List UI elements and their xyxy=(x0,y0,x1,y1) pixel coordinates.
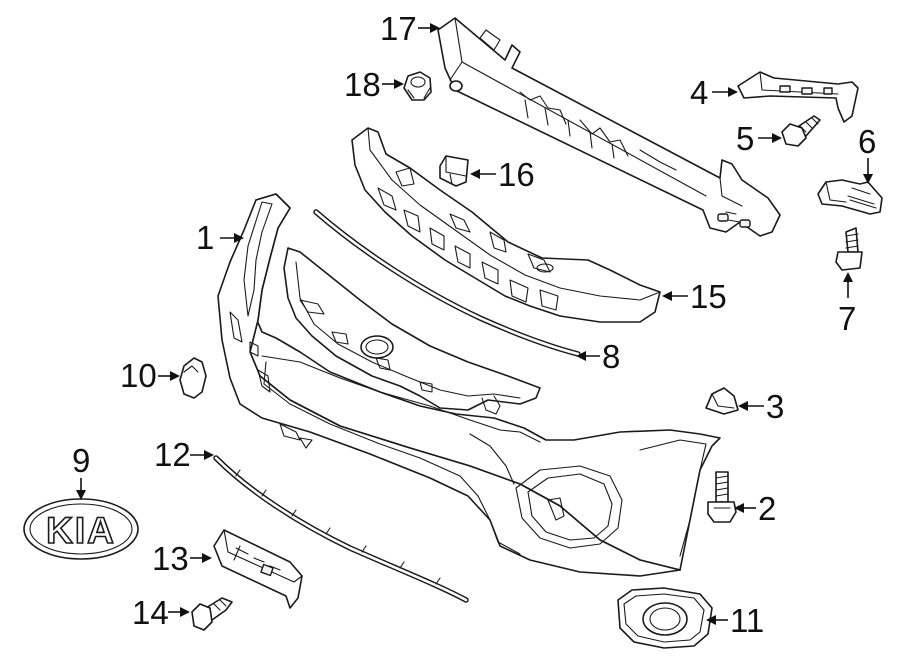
clip-14-part xyxy=(191,597,233,631)
reinforcement-beam-part xyxy=(437,17,781,237)
callout-3: 3 xyxy=(738,388,784,425)
lower-molding-strip-part xyxy=(213,455,469,603)
callout-5: 5 xyxy=(736,120,782,157)
callout-8: 8 xyxy=(576,338,620,375)
callout-15: 15 xyxy=(662,278,727,315)
bracket-4-part xyxy=(737,71,859,123)
callout-10: 10 xyxy=(120,357,180,394)
callout-17: 17 xyxy=(380,10,440,47)
callout-label: 11 xyxy=(730,602,764,639)
emblem-part: KIA xyxy=(23,498,139,560)
callout-label: 4 xyxy=(690,74,708,111)
callout-label: 14 xyxy=(132,594,169,631)
energy-absorber-part xyxy=(351,127,661,323)
callout-label: 6 xyxy=(858,123,876,160)
callout-6: 6 xyxy=(858,123,876,184)
callout-label: 2 xyxy=(758,490,776,527)
callout-label: 17 xyxy=(380,10,417,47)
callout-label: 7 xyxy=(838,300,856,337)
callout-label: 9 xyxy=(72,442,90,479)
upper-molding-strip-part xyxy=(313,209,581,357)
callout-18: 18 xyxy=(344,66,404,103)
callout-label: 18 xyxy=(344,66,381,103)
callout-label: 13 xyxy=(152,540,189,577)
callout-label: 10 xyxy=(120,357,157,394)
callout-16: 16 xyxy=(470,156,535,193)
emblem-logo-text: KIA xyxy=(46,510,116,551)
callout-12: 12 xyxy=(154,436,214,473)
tow-hook-cover-part xyxy=(179,357,207,399)
callout-label: 15 xyxy=(690,278,727,315)
callout-7: 7 xyxy=(838,272,856,337)
clip-16-part xyxy=(439,155,469,187)
callout-13: 13 xyxy=(152,540,212,577)
bumper-cover-part xyxy=(217,193,721,577)
screw-7-part xyxy=(835,227,863,271)
fog-lamp-bezel-part xyxy=(617,587,713,649)
callout-11: 11 xyxy=(706,602,764,639)
grille-trim-part xyxy=(283,247,541,415)
callout-9: 9 xyxy=(72,442,90,500)
nut-part xyxy=(403,71,432,101)
callout-1: 1 xyxy=(196,219,244,256)
callout-4: 4 xyxy=(690,74,738,111)
bolt-5-part xyxy=(781,115,821,147)
bracket-6-part xyxy=(817,179,883,215)
callout-2: 2 xyxy=(734,490,776,527)
callout-label: 3 xyxy=(766,388,784,425)
retainer-3-part xyxy=(705,387,739,415)
license-bracket-part xyxy=(213,529,303,609)
callout-label: 16 xyxy=(498,156,535,193)
bolt-2-part xyxy=(707,471,737,523)
callout-label: 12 xyxy=(154,436,191,473)
callout-14: 14 xyxy=(132,594,190,631)
callout-label: 8 xyxy=(602,338,620,375)
callout-label: 1 xyxy=(196,219,214,256)
callout-label: 5 xyxy=(736,120,754,157)
